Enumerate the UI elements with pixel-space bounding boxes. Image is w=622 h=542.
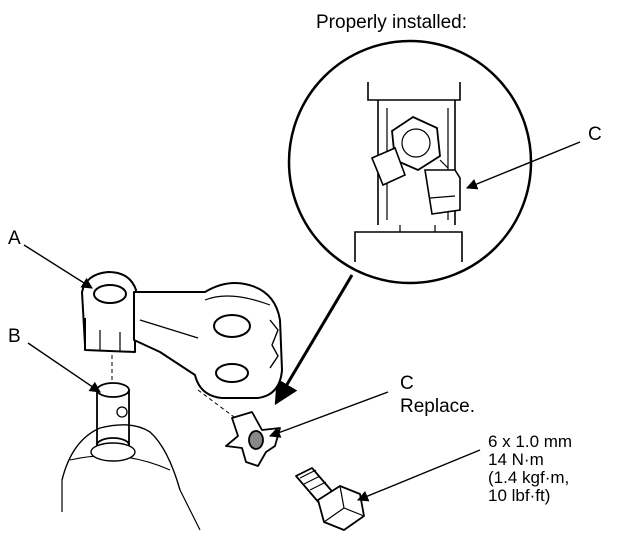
bolt	[295, 467, 365, 531]
detail-magnified-view	[287, 39, 533, 285]
detail-pointer-arrow	[274, 274, 354, 406]
callout-b: B	[8, 326, 21, 347]
bolt-torque-nm: 14 N·m	[488, 450, 544, 469]
shift-shaft-b	[61, 382, 201, 531]
callout-a: A	[8, 228, 21, 249]
bolt-spec: 6 x 1.0 mm 14 N·m (1.4 kgf·m, 10 lbf·ft)	[488, 433, 572, 505]
leader-b	[27, 342, 101, 393]
leader-c-part	[268, 391, 389, 438]
detail-clip-c	[370, 146, 407, 187]
bolt-torque-lbf: 10 lbf·ft)	[488, 486, 551, 505]
bolt-size: 6 x 1.0 mm	[488, 432, 573, 451]
callout-c-detail: C	[588, 124, 602, 145]
detail-hex-nut	[391, 115, 441, 172]
leader-bolt	[356, 449, 481, 502]
detail-title: Properly installed:	[316, 12, 468, 33]
bolt-torque-kgf: (1.4 kgf·m,	[488, 468, 570, 487]
leader-c-detail	[465, 141, 581, 190]
callout-c-replace-note: Replace.	[400, 396, 475, 417]
callout-c-part: C	[400, 373, 414, 394]
leader-a	[23, 244, 93, 289]
lock-clip-c	[225, 411, 281, 467]
